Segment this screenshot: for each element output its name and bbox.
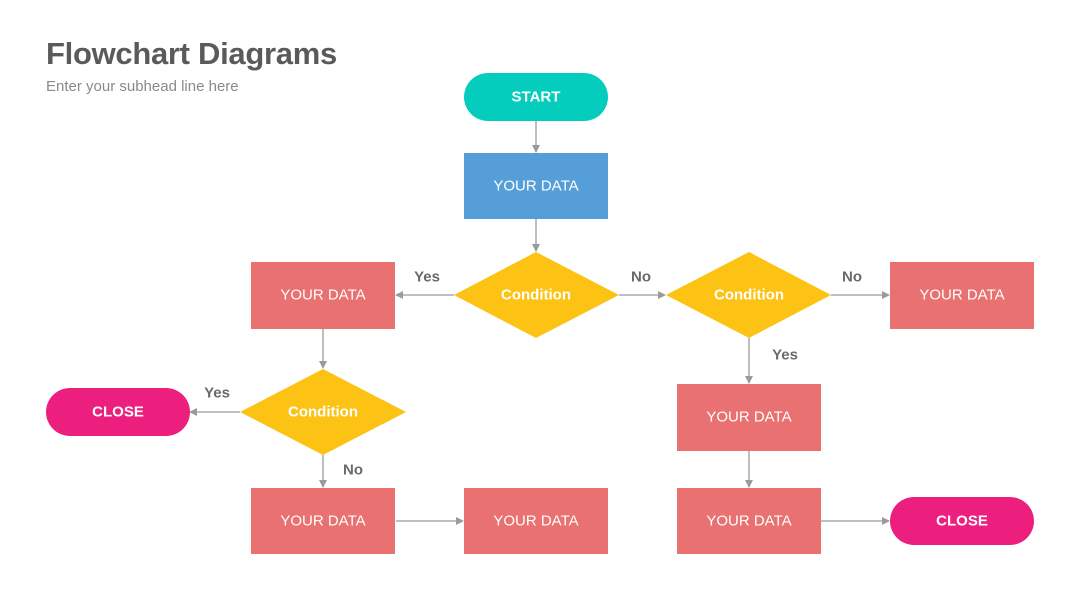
edge-label-yes: Yes	[204, 385, 230, 402]
process-node-far-right: YOUR DATA	[890, 262, 1034, 329]
decision-shape	[666, 252, 831, 338]
process-label: YOUR DATA	[280, 287, 365, 304]
process-shape	[464, 153, 608, 219]
page-subtitle: Enter your subhead line here	[46, 78, 239, 95]
edge-label-no: No	[842, 269, 862, 286]
process-shape	[251, 488, 395, 554]
process-shape	[677, 488, 821, 554]
process-label: YOUR DATA	[493, 513, 578, 530]
decision-label: Condition	[714, 287, 784, 304]
process-node-bottom-left: YOUR DATA	[251, 488, 395, 554]
edge-label-yes: Yes	[414, 269, 440, 286]
decision-node-left: Condition	[240, 369, 406, 455]
close-label: CLOSE	[936, 513, 988, 530]
close-shape	[890, 497, 1034, 545]
decision-shape	[454, 252, 619, 338]
process-shape	[890, 262, 1034, 329]
edge-label-no: No	[631, 269, 651, 286]
start-node: START	[464, 73, 608, 121]
decision-label: Condition	[288, 404, 358, 421]
process-shape	[464, 488, 608, 554]
process-node-left: YOUR DATA	[251, 262, 395, 329]
decision-shape	[240, 369, 406, 455]
close-node-right: CLOSE	[890, 497, 1034, 545]
process-node-bottom-mid: YOUR DATA	[464, 488, 608, 554]
process-label: YOUR DATA	[919, 287, 1004, 304]
process-label: YOUR DATA	[706, 513, 791, 530]
edge-label-no: No	[343, 462, 363, 479]
decision-label: Condition	[501, 287, 571, 304]
start-shape	[464, 73, 608, 121]
process-label: YOUR DATA	[706, 409, 791, 426]
process-node-bottom-right: YOUR DATA	[677, 488, 821, 554]
decision-node-center: Condition	[454, 252, 619, 338]
close-node-left: CLOSE	[46, 388, 190, 436]
process-label: YOUR DATA	[280, 513, 365, 530]
page-title: Flowchart Diagrams	[46, 36, 337, 71]
decision-node-right: Condition	[666, 252, 831, 338]
process-node-right-mid: YOUR DATA	[677, 384, 821, 451]
start-label: START	[512, 89, 561, 106]
close-label: CLOSE	[92, 404, 144, 421]
process-shape	[677, 384, 821, 451]
process-shape	[251, 262, 395, 329]
close-shape	[46, 388, 190, 436]
process-node-main: YOUR DATA	[464, 153, 608, 219]
edge-label-yes: Yes	[772, 347, 798, 364]
process-label: YOUR DATA	[493, 178, 578, 195]
